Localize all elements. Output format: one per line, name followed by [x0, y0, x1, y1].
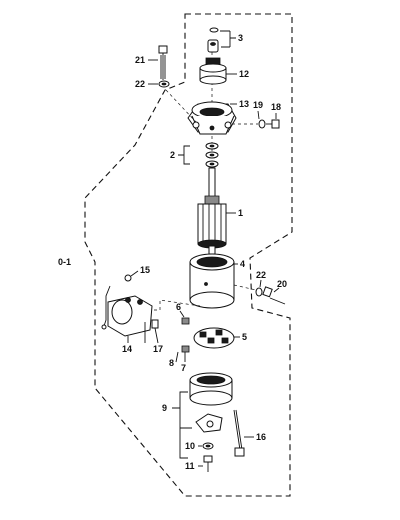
part-18-bolt-right [266, 119, 280, 129]
label-part-4: 4 [240, 259, 245, 269]
part-1-armature [197, 167, 227, 255]
label-part-17: 17 [153, 344, 163, 354]
part-9-end-frame [189, 372, 233, 406]
label-part-22-top: 22 [135, 79, 145, 89]
label-part-12: 12 [239, 69, 249, 79]
label-part-13: 13 [239, 99, 249, 109]
label-part-14: 14 [122, 344, 132, 354]
label-part-3: 3 [238, 33, 243, 43]
part-10-washer [202, 442, 214, 450]
part-11-screw [203, 455, 213, 472]
part-21-bolt [158, 45, 168, 80]
part-4-field-frame [189, 253, 235, 309]
label-part-22-right: 22 [256, 270, 266, 280]
part-9-brush-plate [195, 413, 223, 433]
part-6-brush [181, 317, 190, 325]
part-2-washers [205, 142, 219, 168]
label-part-5: 5 [242, 332, 247, 342]
label-part-21: 21 [135, 55, 145, 65]
part-12-pinion-gear [199, 57, 227, 85]
label-part-6: 6 [176, 302, 181, 312]
label-part-1: 1 [238, 208, 243, 218]
label-part-20: 20 [277, 279, 287, 289]
part-20-bolt [262, 286, 286, 305]
part-15-terminal-nut [124, 270, 139, 282]
part-16-through-bolt [233, 409, 245, 457]
part-5-brush-holder [193, 327, 235, 349]
part-7-brush-spring [181, 345, 190, 353]
label-part-8: 8 [169, 358, 174, 368]
label-part-2: 2 [170, 150, 175, 160]
part-22-washer-top [158, 80, 170, 88]
label-part-16: 16 [256, 432, 266, 442]
part-13-drive-housing [187, 101, 237, 135]
label-part-11: 11 [185, 461, 195, 471]
part-22-washer-right [255, 287, 263, 297]
part-3-collar [207, 27, 219, 53]
part-14-solenoid [101, 285, 153, 337]
assembly-boundary [84, 13, 293, 497]
label-part-9: 9 [162, 403, 167, 413]
label-part-7: 7 [181, 363, 186, 373]
part-19-washer-right [258, 119, 266, 129]
label-part-15: 15 [140, 265, 150, 275]
label-part-18: 18 [271, 102, 281, 112]
label-part-19: 19 [253, 100, 263, 110]
label-assembly-0-1: 0-1 [58, 257, 71, 267]
label-part-10: 10 [185, 441, 195, 451]
